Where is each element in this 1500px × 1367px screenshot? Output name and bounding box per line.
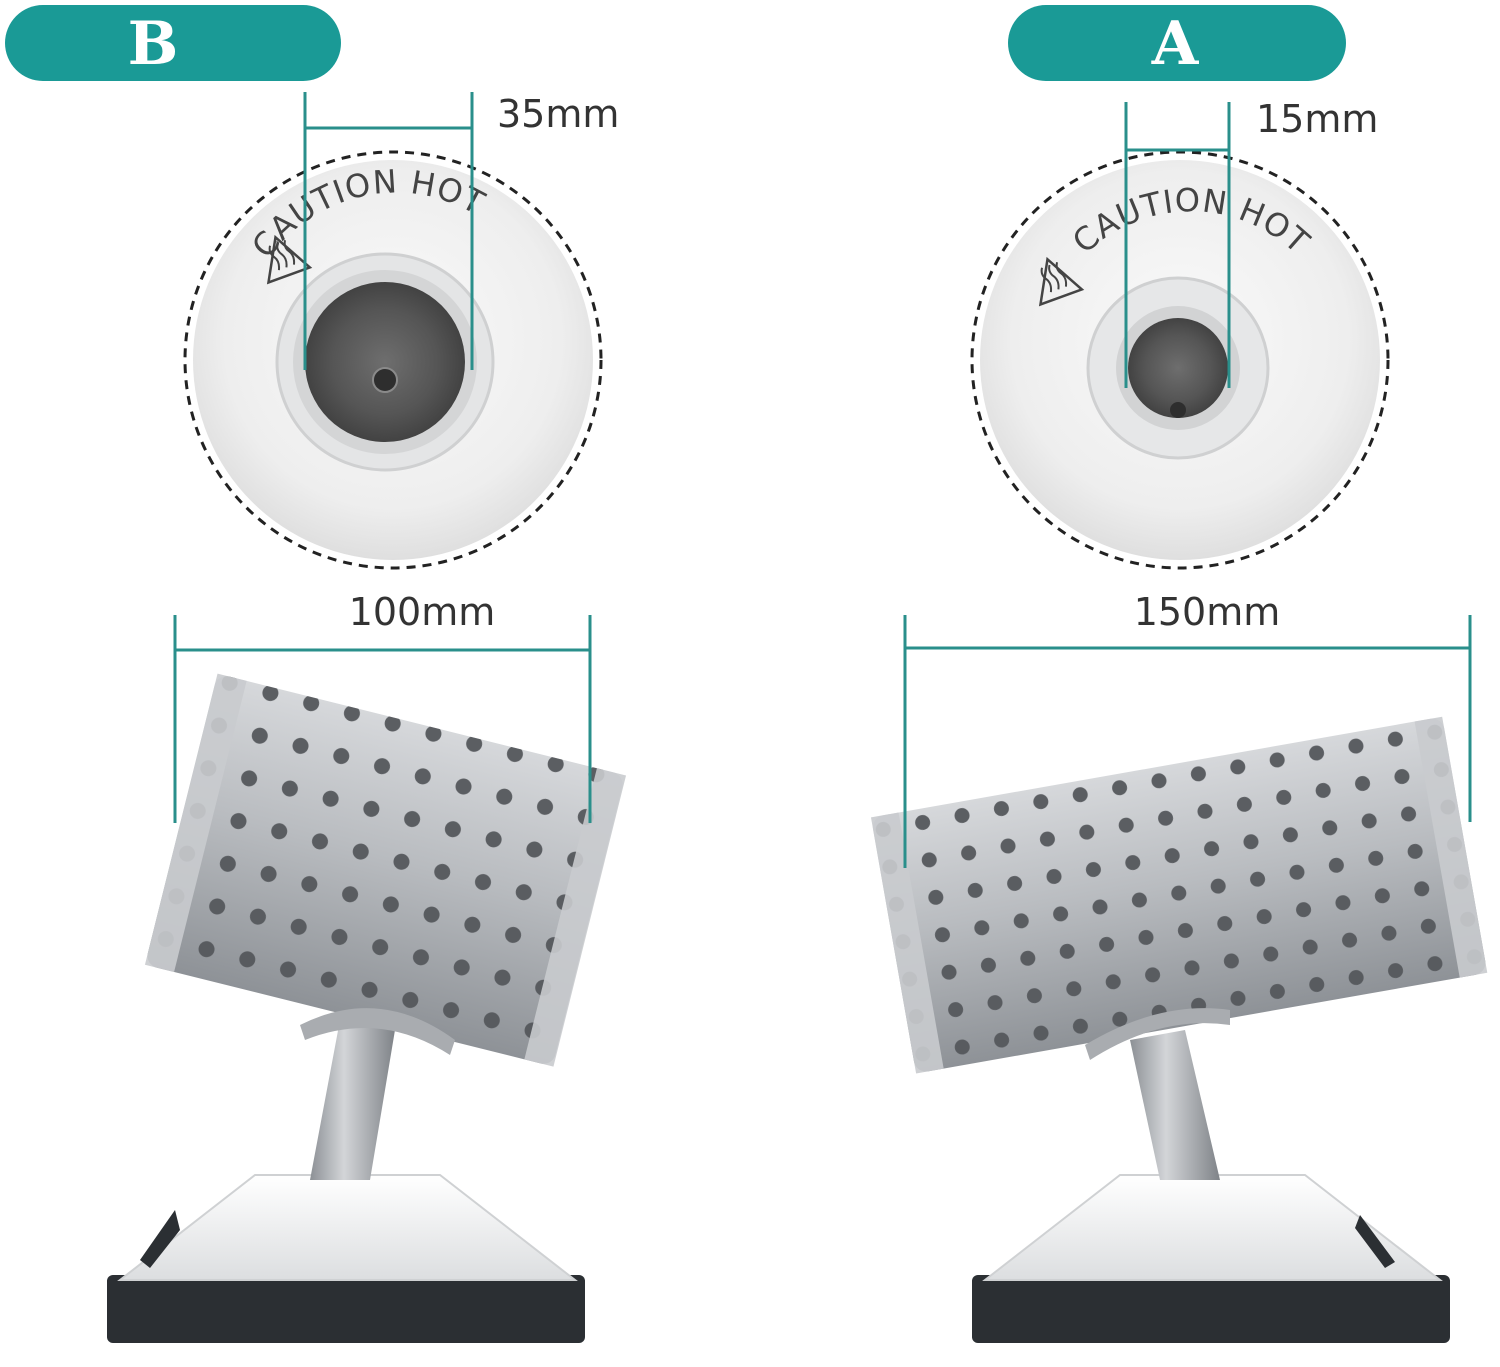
variant-b-top-view: CAUTION HOT 35mm [183,92,619,570]
variant-b-label: B [128,9,179,79]
variant-a-badge: A [1008,5,1346,81]
outline-dashed-circle [183,150,603,570]
hot-warning-icon [1038,256,1085,307]
base-bottom [107,1275,585,1343]
heater-cylinder [870,716,1488,1074]
length-b: 100mm [349,590,496,634]
heater-cylinder [144,673,627,1067]
heater-base [982,1174,1443,1281]
power-switch [1355,1215,1395,1268]
bottle-opening [1128,318,1228,418]
variant-b-side-view: 100mm [107,590,627,1343]
variant-a-label: A [1151,9,1200,79]
inner-diameter-b: 35mm [497,92,619,136]
heater-base [117,1174,578,1281]
base-bottom [972,1275,1450,1343]
outline-dashed-circle [970,150,1390,570]
inner-diameter-a: 15mm [1256,97,1378,141]
power-switch [140,1210,180,1268]
hot-warning-icon [266,234,313,285]
variant-b-badge: B [5,5,341,81]
support-pole [1130,1030,1220,1180]
variant-a-side-view: 150mm [870,590,1488,1343]
length-a: 150mm [1134,590,1281,634]
variant-a-top-view: CAUTION HOT 15mm [970,97,1390,570]
support-pole [310,1020,395,1180]
bottle-opening [305,282,465,442]
